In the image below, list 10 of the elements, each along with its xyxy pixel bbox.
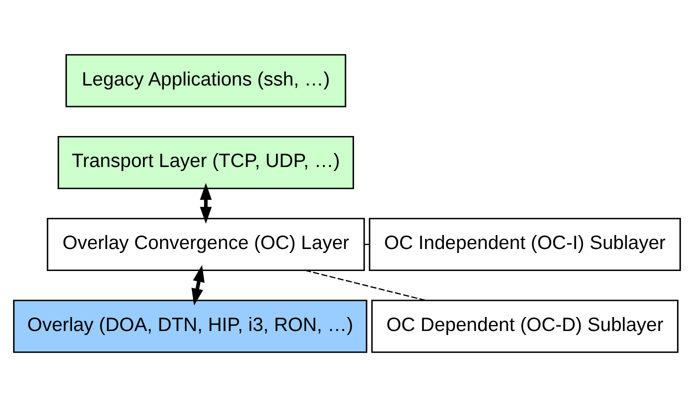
connector: [304, 269, 426, 300]
arrow: [200, 182, 212, 224]
connector: [364, 243, 370, 245]
node-box: Overlay (DOA, DTN, HIP, i3, RON, …): [13, 299, 368, 352]
node-box: OC Dependent (OC-D) Sublayer: [371, 299, 678, 352]
arrow: [192, 264, 205, 305]
node-box: Legacy Applications (ssh, …): [65, 54, 346, 107]
node-box: OC Independent (OC-I) Sublayer: [368, 217, 681, 271]
node-box: Transport Layer (TCP, UDP, …): [58, 135, 354, 189]
node-box: Overlay Convergence (OC) Layer: [46, 217, 365, 271]
